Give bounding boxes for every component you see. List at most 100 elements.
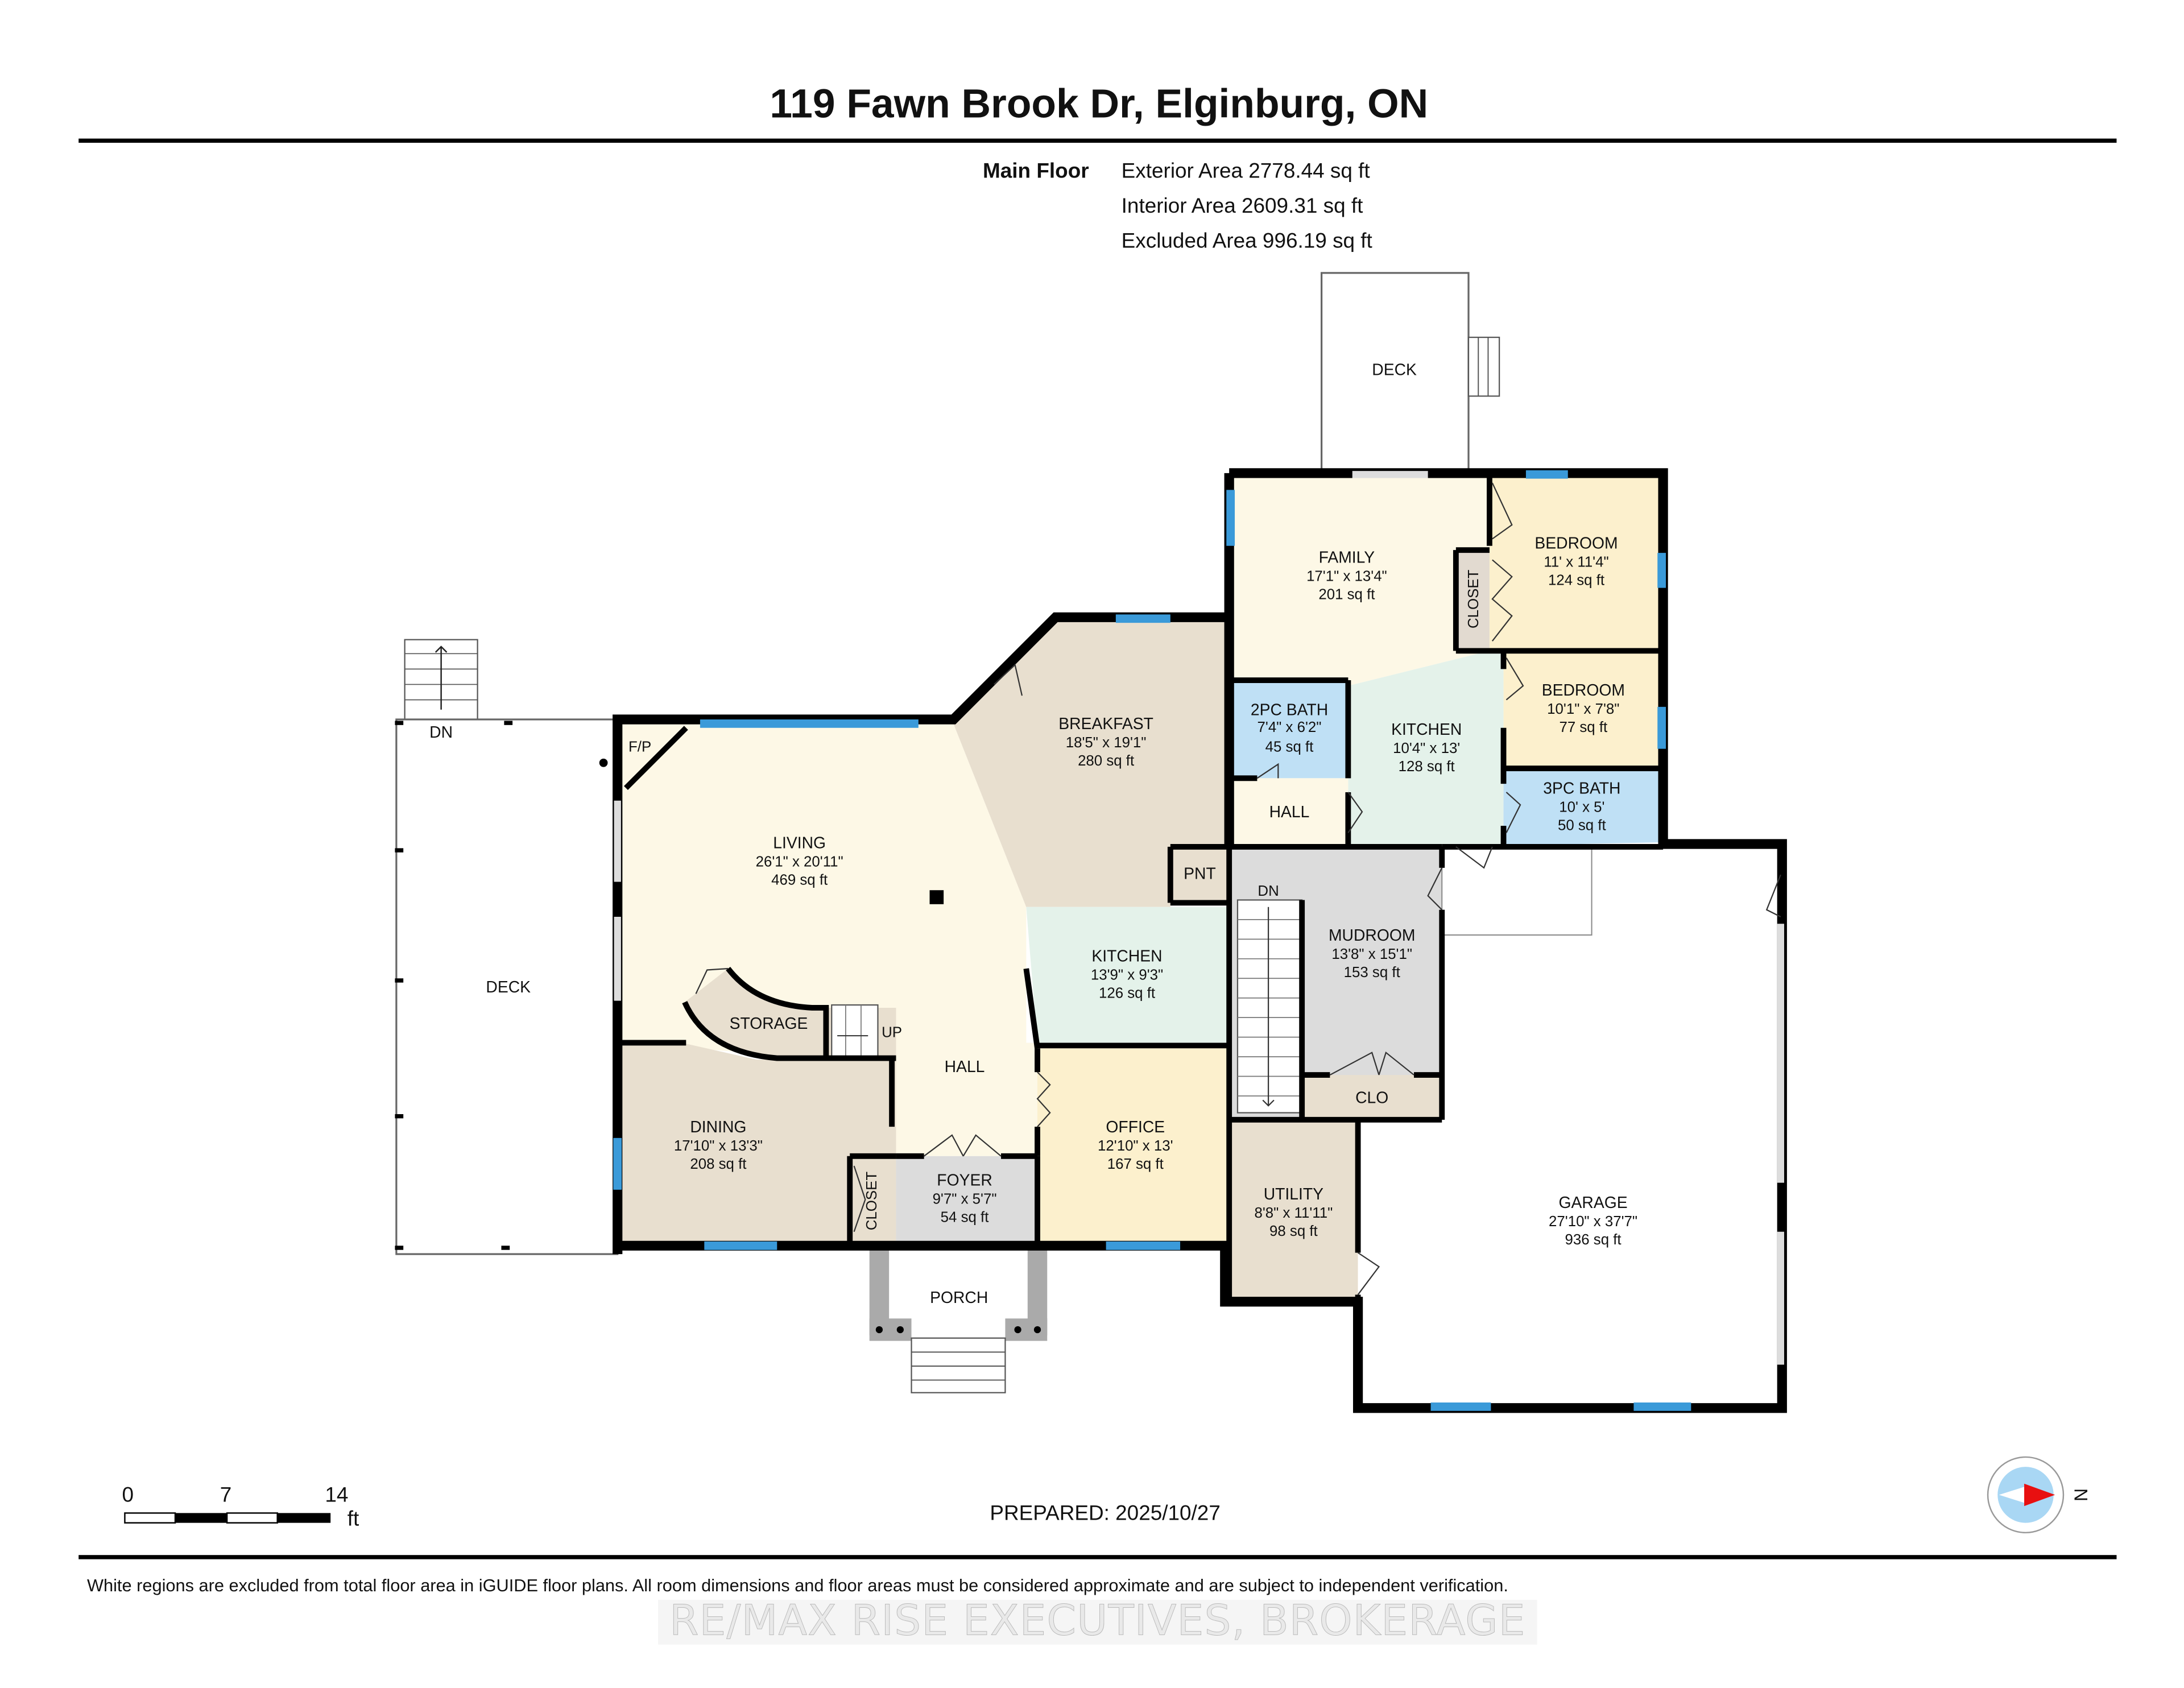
utility-fill bbox=[1229, 1119, 1358, 1302]
room-kitchen-main: KITCHEN 13'9" x 9'3" 126 sq ft bbox=[1091, 947, 1163, 1002]
room-dining: DINING 17'10" x 13'3" 208 sq ft bbox=[674, 1118, 763, 1172]
scale-bar: 0 7 14 ft bbox=[122, 1483, 359, 1530]
svg-text:0: 0 bbox=[122, 1483, 134, 1507]
room-utility: UTILITY 8'8" x 11'11" 98 sq ft bbox=[1254, 1185, 1333, 1239]
svg-text:50 sq ft: 50 sq ft bbox=[1558, 817, 1606, 833]
svg-text:77 sq ft: 77 sq ft bbox=[1559, 719, 1607, 735]
svg-text:167 sq ft: 167 sq ft bbox=[1107, 1156, 1164, 1172]
room-storage: STORAGE bbox=[730, 1014, 808, 1032]
kitchen-main-fill bbox=[1026, 907, 1230, 1043]
stairs-down bbox=[1236, 899, 1303, 1114]
svg-text:280 sq ft: 280 sq ft bbox=[1078, 753, 1134, 769]
svg-text:26'1" x 20'11": 26'1" x 20'11" bbox=[756, 854, 843, 870]
prepared-date: PREPARED: 2025/10/27 bbox=[990, 1501, 1221, 1525]
svg-text:KITCHEN: KITCHEN bbox=[1391, 720, 1462, 738]
svg-text:FAMILY: FAMILY bbox=[1319, 548, 1375, 566]
svg-text:KITCHEN: KITCHEN bbox=[1091, 947, 1162, 965]
room-fills bbox=[617, 473, 1782, 1408]
windows bbox=[613, 470, 1784, 1411]
fireplace-label: F/P bbox=[628, 739, 651, 755]
header-divider bbox=[78, 138, 2117, 143]
stairs-up-label: UP bbox=[882, 1025, 902, 1041]
footer-divider bbox=[78, 1555, 2117, 1559]
svg-text:2PC BATH: 2PC BATH bbox=[1251, 701, 1328, 719]
room-living: LIVING 26'1" x 20'11" 469 sq ft bbox=[756, 833, 843, 888]
walls bbox=[613, 468, 1787, 1413]
deck-left: DN DECK bbox=[395, 639, 619, 1255]
room-breakfast: BREAKFAST 18'5" x 19'1" 280 sq ft bbox=[1058, 714, 1153, 769]
svg-text:10'1" x 7'8": 10'1" x 7'8" bbox=[1547, 701, 1619, 717]
stairs-up bbox=[831, 1004, 879, 1059]
scale-unit: ft bbox=[348, 1507, 359, 1530]
svg-text:MUDROOM: MUDROOM bbox=[1329, 926, 1415, 944]
room-clo: CLO bbox=[1355, 1088, 1388, 1106]
svg-text:469 sq ft: 469 sq ft bbox=[771, 872, 828, 888]
room-foyer: FOYER 9'7" x 5'7" 54 sq ft bbox=[933, 1170, 997, 1225]
svg-text:936 sq ft: 936 sq ft bbox=[1565, 1232, 1622, 1248]
watermark-bg bbox=[658, 1599, 1537, 1645]
garage-fill bbox=[1358, 839, 1782, 1408]
svg-text:18'5" x 19'1": 18'5" x 19'1" bbox=[1066, 735, 1147, 751]
room-2pc-bath: 2PC BATH 7'4" x 6'2" 45 sq ft bbox=[1251, 701, 1328, 755]
svg-text:201 sq ft: 201 sq ft bbox=[1318, 586, 1375, 602]
interior-area: Interior Area 2609.31 sq ft bbox=[1122, 194, 1363, 217]
svg-text:10' x 5': 10' x 5' bbox=[1559, 799, 1604, 815]
foyer-fill bbox=[896, 1156, 1038, 1246]
porch-label: PORCH bbox=[930, 1288, 988, 1306]
svg-text:BEDROOM: BEDROOM bbox=[1542, 681, 1625, 699]
column-post bbox=[929, 890, 944, 904]
svg-text:45 sq ft: 45 sq ft bbox=[1265, 739, 1314, 755]
svg-text:OFFICE: OFFICE bbox=[1106, 1118, 1165, 1136]
bedroom2-fill bbox=[1503, 651, 1664, 769]
floor-label: Main Floor bbox=[983, 159, 1089, 183]
svg-text:FOYER: FOYER bbox=[937, 1170, 992, 1189]
closet-foyer-fill bbox=[850, 1156, 896, 1246]
doors bbox=[695, 482, 1781, 1296]
disclaimer: White regions are excluded from total fl… bbox=[87, 1575, 1508, 1595]
bath2pc-fill bbox=[1229, 680, 1349, 779]
room-bedroom-2: BEDROOM 10'1" x 7'8" 77 sq ft bbox=[1542, 681, 1625, 735]
clo-fill bbox=[1302, 1075, 1442, 1120]
bedroom1-fill bbox=[1489, 473, 1664, 651]
svg-text:14: 14 bbox=[325, 1483, 348, 1507]
room-3pc-bath: 3PC BATH 10' x 5' 50 sq ft bbox=[1543, 779, 1620, 833]
room-closet-foyer: CLOSET bbox=[864, 1172, 880, 1231]
kitchen-upper-fill bbox=[1348, 651, 1504, 847]
deck-top: DECK bbox=[1321, 272, 1500, 477]
svg-text:17'10" x 13'3": 17'10" x 13'3" bbox=[674, 1138, 763, 1154]
room-bedroom-1: BEDROOM 11' x 11'4" 124 sq ft bbox=[1534, 534, 1618, 589]
svg-text:DINING: DINING bbox=[690, 1118, 746, 1136]
room-kitchen-upper: KITCHEN 10'4" x 13' 128 sq ft bbox=[1391, 720, 1462, 775]
pantry-fill bbox=[1170, 846, 1230, 903]
svg-text:LIVING: LIVING bbox=[773, 833, 826, 851]
svg-text:27'10" x 37'7": 27'10" x 37'7" bbox=[1549, 1214, 1637, 1230]
svg-text:126 sq ft: 126 sq ft bbox=[1099, 986, 1155, 1002]
svg-text:8'8" x 11'11": 8'8" x 11'11" bbox=[1254, 1205, 1333, 1221]
room-hall-main: HALL bbox=[945, 1057, 985, 1075]
svg-text:17'1" x 13'4": 17'1" x 13'4" bbox=[1306, 568, 1387, 584]
svg-text:13'8" x 15'1": 13'8" x 15'1" bbox=[1331, 946, 1412, 962]
room-closet-bedroom: CLOSET bbox=[1466, 569, 1482, 628]
excluded-area: Excluded Area 996.19 sq ft bbox=[1122, 229, 1372, 253]
office-fill bbox=[1037, 1048, 1230, 1246]
svg-text:10'4" x 13': 10'4" x 13' bbox=[1393, 740, 1460, 756]
room-garage: GARAGE 27'10" x 37'7" 936 sq ft bbox=[1549, 1193, 1637, 1248]
svg-text:UTILITY: UTILITY bbox=[1264, 1185, 1323, 1203]
svg-text:BEDROOM: BEDROOM bbox=[1534, 534, 1618, 552]
stairs-down-label: DN bbox=[1258, 883, 1279, 899]
deck-left-dn: DN bbox=[429, 723, 453, 741]
svg-text:12'10" x 13': 12'10" x 13' bbox=[1098, 1138, 1173, 1154]
svg-text:GARAGE: GARAGE bbox=[1559, 1193, 1628, 1211]
room-hall-upper: HALL bbox=[1269, 802, 1310, 821]
deck-top-label: DECK bbox=[1372, 361, 1417, 379]
room-mudroom: MUDROOM 13'8" x 15'1" 153 sq ft bbox=[1329, 926, 1415, 980]
svg-text:208 sq ft: 208 sq ft bbox=[690, 1156, 746, 1172]
svg-text:7'4" x 6'2": 7'4" x 6'2" bbox=[1258, 719, 1322, 735]
svg-text:11' x 11'4": 11' x 11'4" bbox=[1544, 555, 1608, 570]
svg-text:7: 7 bbox=[220, 1483, 232, 1507]
breakfast-fill bbox=[953, 617, 1230, 907]
living-fill bbox=[617, 723, 1038, 1156]
hall-upper-fill bbox=[1229, 778, 1349, 847]
svg-text:13'9" x 9'3": 13'9" x 9'3" bbox=[1091, 967, 1163, 983]
